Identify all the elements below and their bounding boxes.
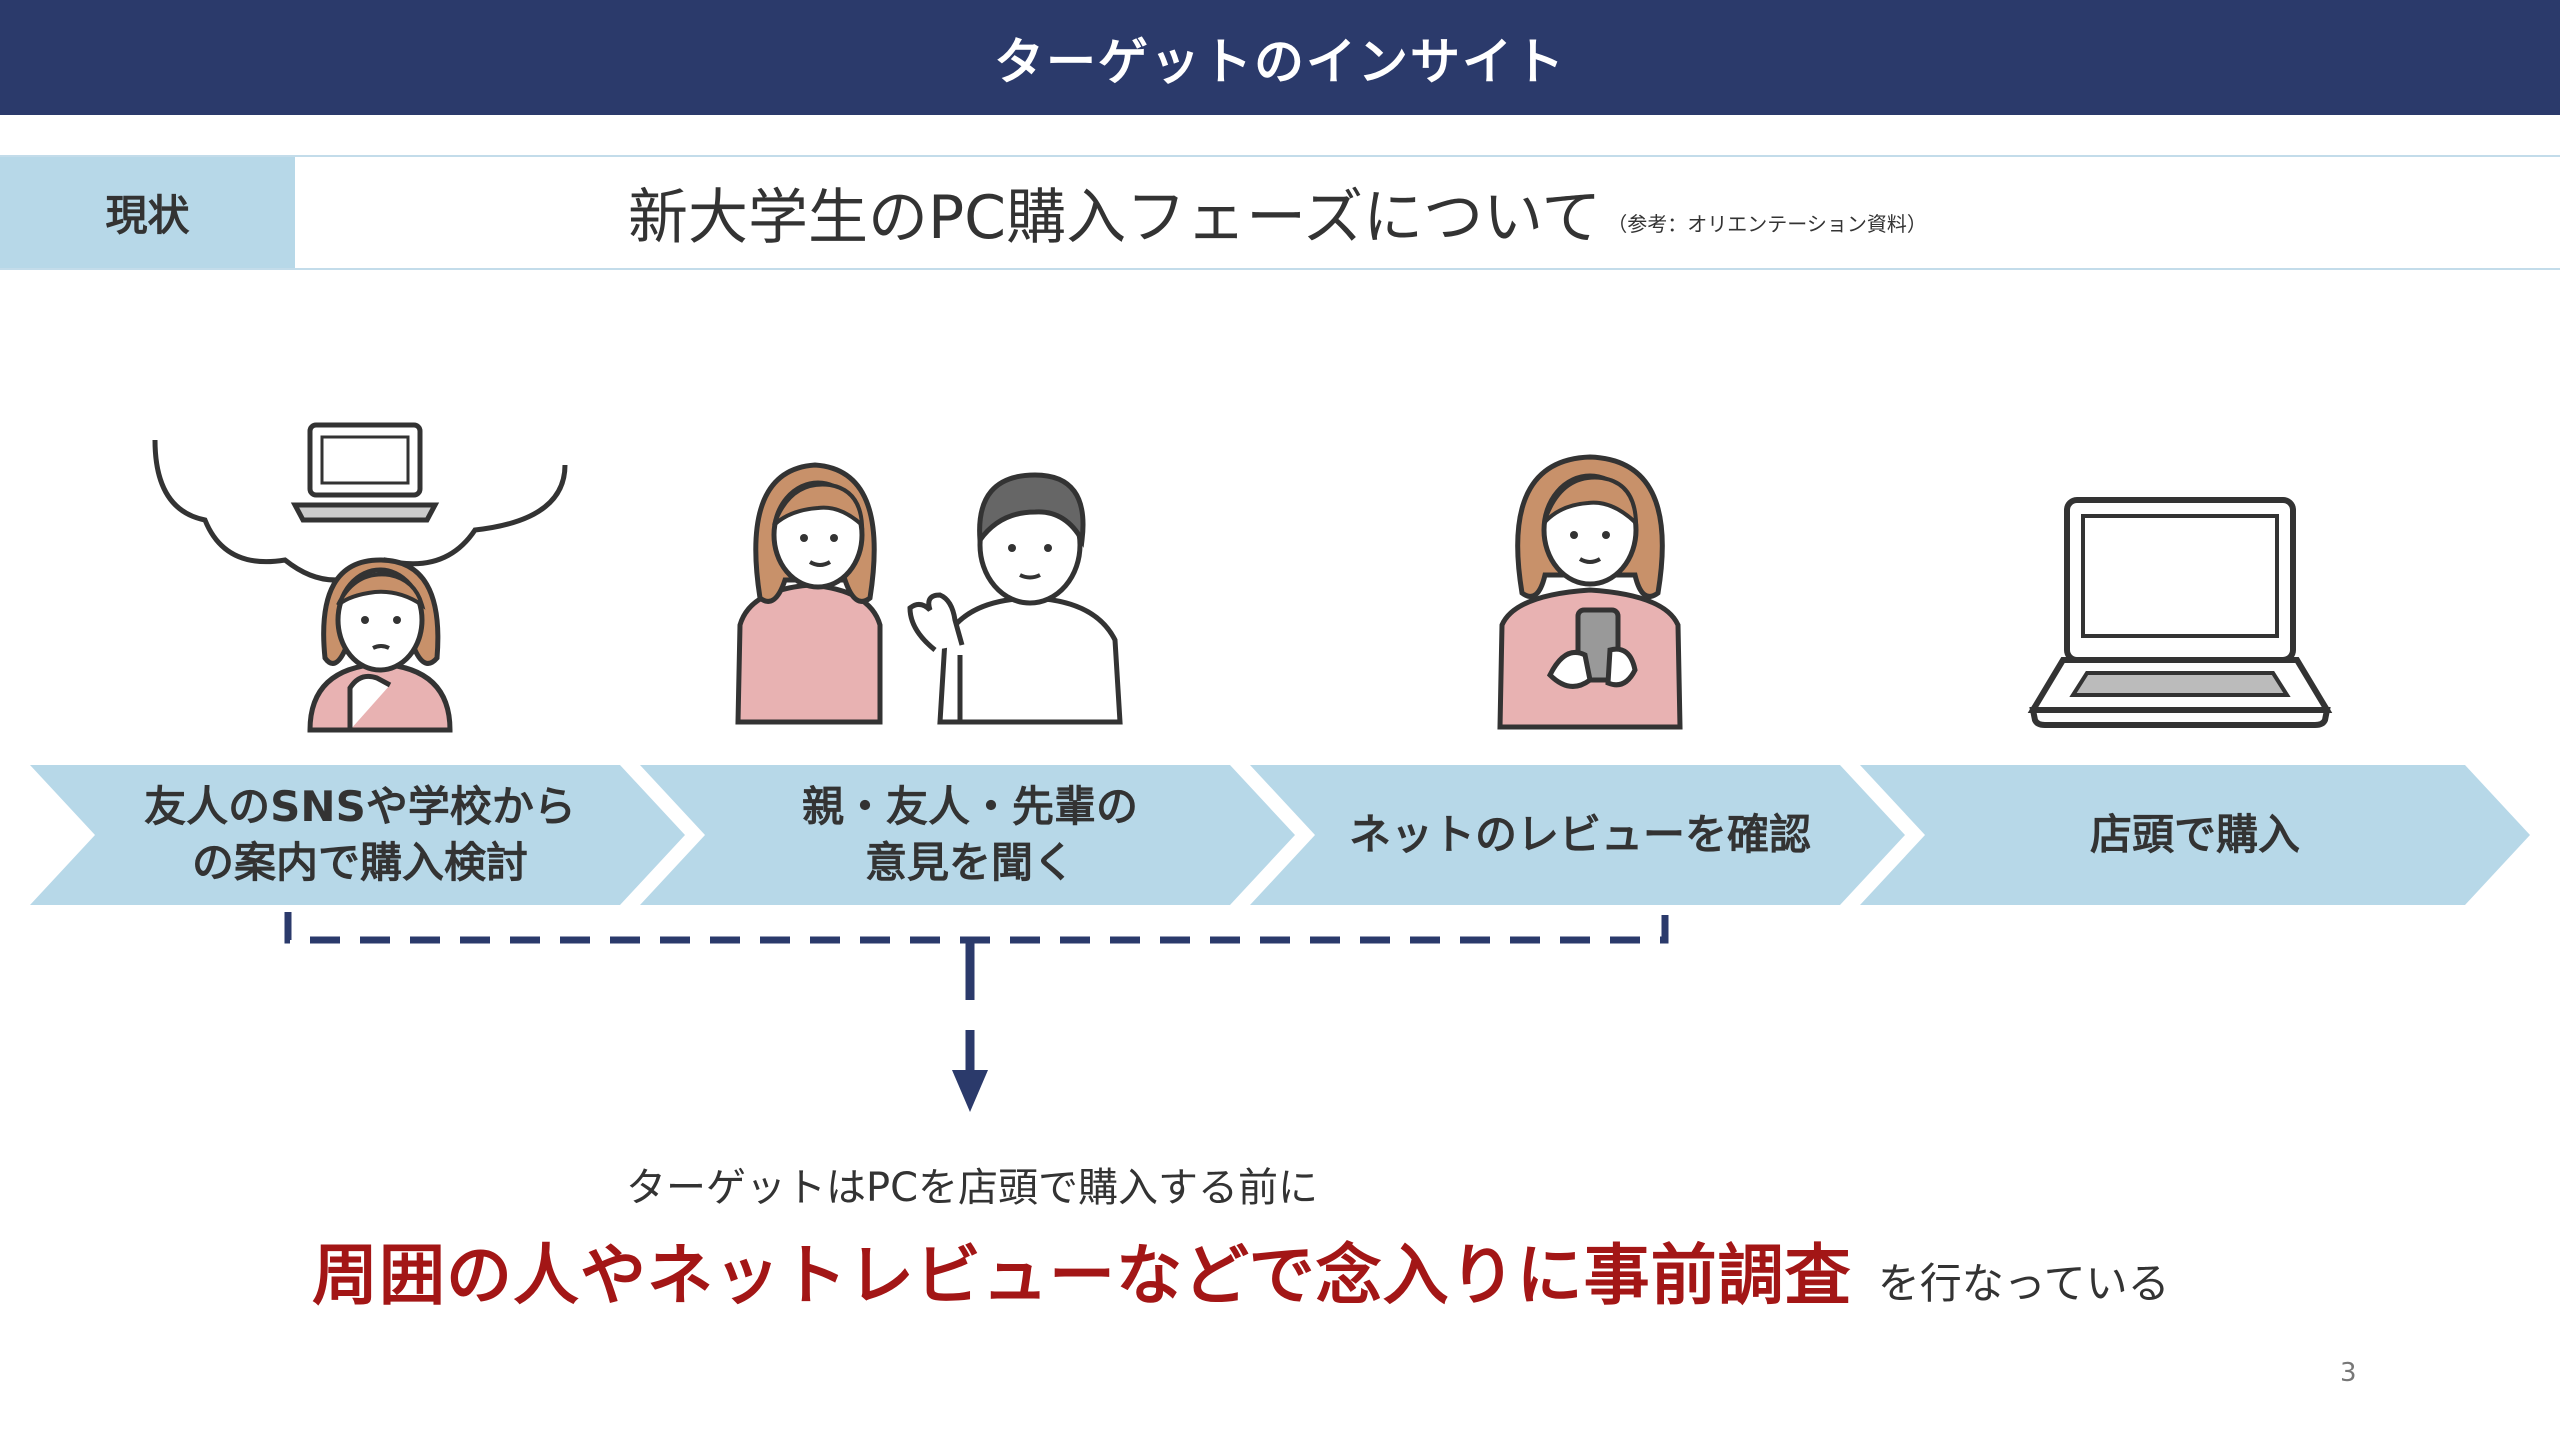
process-step-2-shape bbox=[640, 765, 1295, 905]
woman-thinking-icon bbox=[307, 557, 453, 733]
thinking-person-illustration bbox=[152, 422, 568, 733]
status-heading: 新大学生のPC購入フェーズについて （参考：オリエンテーション資料） bbox=[628, 157, 1927, 268]
process-step-4-line1: 店頭で購入 bbox=[2089, 810, 2300, 859]
process-step-4-shape bbox=[1860, 765, 2530, 905]
man-icon bbox=[907, 472, 1123, 725]
laptop-illustration bbox=[2027, 497, 2333, 728]
process-step-2-line2: 意見を聞く bbox=[864, 838, 1075, 887]
process-step-1-line1: 友人のSNSや学校から bbox=[144, 782, 576, 831]
status-note: （参考：オリエンテーション資料） bbox=[1607, 212, 1927, 236]
process-step-4: 店頭で購入 bbox=[1925, 770, 2465, 900]
process-flow bbox=[30, 765, 2530, 905]
process-step-1-shape bbox=[30, 765, 685, 905]
status-row: 現状 新大学生のPC購入フェーズについて （参考：オリエンテーション資料） bbox=[0, 155, 2560, 270]
status-label: 現状 bbox=[0, 157, 295, 268]
conversation-illustration bbox=[735, 462, 1123, 725]
process-step-1: 友人のSNSや学校から の案内で購入検討 bbox=[95, 770, 625, 900]
conclusion-tail: を行なっている bbox=[1877, 1259, 2170, 1308]
laptop-icon bbox=[2027, 497, 2333, 728]
laptop-icon bbox=[290, 422, 440, 523]
process-step-3-shape bbox=[1250, 765, 1905, 905]
process-step-2-line1: 親・友人・先輩の bbox=[801, 782, 1138, 831]
process-step-3: ネットのレビューを確認 bbox=[1315, 770, 1845, 900]
page-title: ターゲットのインサイト bbox=[994, 32, 1566, 91]
arrow-down-icon bbox=[952, 1070, 988, 1112]
conclusion-subtext: ターゲットはPCを店頭で購入する前に bbox=[625, 1165, 1319, 1211]
page-number: 3 bbox=[2340, 1358, 2357, 1388]
woman-icon bbox=[735, 462, 883, 725]
conclusion-emphasis: 周囲の人やネットレビューなどで念入りに事前調査 bbox=[312, 1237, 1852, 1314]
smartphone-user-illustration bbox=[1497, 454, 1683, 730]
process-step-2: 親・友人・先輩の 意見を聞く bbox=[705, 770, 1235, 900]
process-step-3-line1: ネットのレビューを確認 bbox=[1348, 810, 1811, 859]
header-bar: ターゲットのインサイト bbox=[0, 0, 2560, 115]
conclusion: 周囲の人やネットレビューなどで念入りに事前調査 を行なっている bbox=[312, 1222, 2170, 1318]
process-step-1-line2: の案内で購入検討 bbox=[191, 838, 528, 887]
status-title: 新大学生のPC購入フェーズについて bbox=[628, 183, 1602, 253]
